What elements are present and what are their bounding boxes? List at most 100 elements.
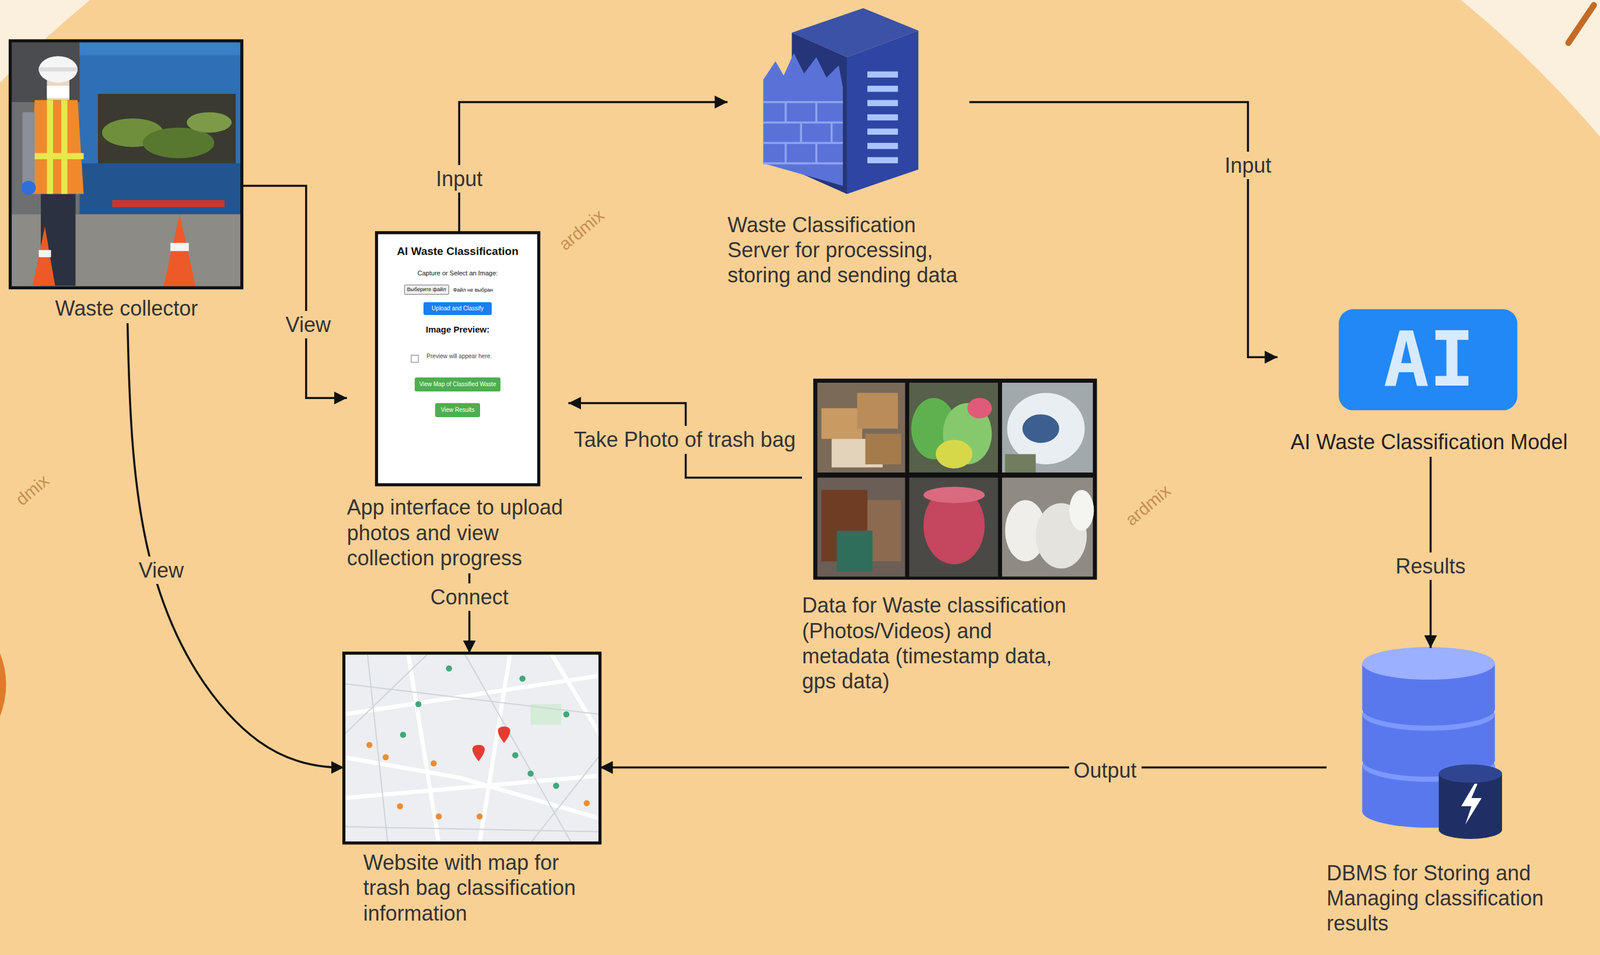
server-icon xyxy=(867,71,898,77)
server-icon xyxy=(867,128,898,135)
server-icon xyxy=(785,102,832,164)
collector-photo xyxy=(170,242,189,251)
photo-grid xyxy=(813,378,1097,580)
collector-photo xyxy=(46,99,53,194)
edge-label: Output xyxy=(1069,756,1142,784)
watermark: ardmix xyxy=(1121,480,1175,530)
street-map xyxy=(382,754,389,761)
photo-grid xyxy=(935,439,973,469)
edge-label: View xyxy=(134,556,189,584)
app-title: AI Waste Classification xyxy=(378,244,538,259)
photo-grid xyxy=(909,382,999,473)
collector-photo xyxy=(38,67,77,72)
app-screen: Выберите файлUpload and ClassifyView Map… xyxy=(347,232,569,574)
collector-photo xyxy=(163,214,196,288)
street-map xyxy=(519,675,525,682)
street-map xyxy=(435,813,442,819)
collector-photo xyxy=(97,93,236,164)
collector-photo xyxy=(30,152,84,159)
street-map xyxy=(430,760,437,766)
phone-frame xyxy=(376,232,539,485)
database-icon xyxy=(1362,646,1503,839)
node-caption: Data for Waste classification (Photos/Vi… xyxy=(802,592,1077,694)
preview-heading: Image Preview: xyxy=(378,324,538,335)
watermark: ardmix xyxy=(554,204,609,255)
button-text: View Map of Classified Waste xyxy=(419,380,497,388)
street-map xyxy=(344,653,601,843)
street-map xyxy=(498,726,511,744)
photo-node: Waste collector xyxy=(9,40,243,324)
server-icon xyxy=(867,85,898,92)
edge-label: Take Photo of trash bag xyxy=(569,425,801,454)
street-map xyxy=(344,653,601,843)
phone-frame xyxy=(376,232,539,485)
app-prompt: Capture or Select an Image: xyxy=(378,269,538,278)
ai-model: AIAI Waste Classification Model xyxy=(1277,309,1581,457)
street-map xyxy=(445,665,452,672)
collector-photo xyxy=(111,200,224,208)
edge-label: Input xyxy=(1219,151,1276,180)
database-icon xyxy=(1362,646,1495,680)
street-map xyxy=(344,653,601,843)
server-icon xyxy=(867,114,898,121)
connector xyxy=(568,403,803,478)
server-node: Waste Classification Server for processi… xyxy=(727,5,970,291)
photo-grid xyxy=(817,477,905,577)
connector xyxy=(127,323,345,768)
street-map xyxy=(344,653,601,843)
street-map xyxy=(400,731,406,738)
button-text: Upload and Classify xyxy=(431,305,484,313)
collector-photo xyxy=(32,226,55,286)
node-caption: DBMS for Storing and Managing classifica… xyxy=(1326,860,1572,937)
background-blob xyxy=(1568,5,1595,44)
collector-photo xyxy=(9,40,242,288)
collector-photo xyxy=(38,55,77,83)
street-map xyxy=(583,799,590,806)
watermark: dmix xyxy=(11,470,54,510)
server-icon xyxy=(846,30,919,194)
button-text: Выберите файл xyxy=(407,286,447,293)
street-map xyxy=(476,813,483,819)
node-caption: Website with map for trash bag classific… xyxy=(363,849,597,926)
ai-badge xyxy=(1338,309,1518,411)
street-map xyxy=(415,701,422,707)
street-map xyxy=(472,744,485,762)
collector-photo xyxy=(79,40,242,169)
photo-grid xyxy=(923,486,985,565)
server-icon xyxy=(763,53,843,186)
street-map xyxy=(366,741,373,748)
server-icon xyxy=(867,99,898,106)
connectors xyxy=(127,102,1431,768)
map-node: Website with map for trash bag classific… xyxy=(344,653,601,929)
map-button: View Map of Classified Waste xyxy=(414,377,502,392)
photo-grid xyxy=(1007,393,1085,465)
file-status: Файл не выбран xyxy=(453,286,494,294)
photo-grid xyxy=(967,397,992,419)
button-text: View Results xyxy=(440,406,475,414)
photo-grid xyxy=(923,486,985,503)
street-map xyxy=(397,803,404,810)
edge-label: View xyxy=(281,310,336,339)
edge-label: Input xyxy=(431,165,488,193)
connector xyxy=(969,102,1278,357)
file-button: Выберите файл xyxy=(404,284,450,295)
collector-photo xyxy=(21,180,36,195)
street-map xyxy=(344,653,601,843)
photo-grid xyxy=(1005,453,1036,472)
photo-grid xyxy=(813,378,1097,580)
node-caption: Waste Classification Server for processi… xyxy=(727,212,970,289)
node-caption: App interface to upload photos and view … xyxy=(347,494,569,571)
collector-photo xyxy=(186,111,232,133)
server-icon xyxy=(763,8,919,194)
database-icon xyxy=(1362,692,1495,726)
collector-photo xyxy=(46,85,69,98)
photo-grid xyxy=(821,408,863,439)
database-node: DBMS for Storing and Managing classifica… xyxy=(1326,648,1572,939)
photo-grid xyxy=(865,433,901,464)
edge-label: Connect xyxy=(425,583,514,611)
edge-label: Results xyxy=(1391,552,1471,580)
collector-photo xyxy=(30,99,84,194)
